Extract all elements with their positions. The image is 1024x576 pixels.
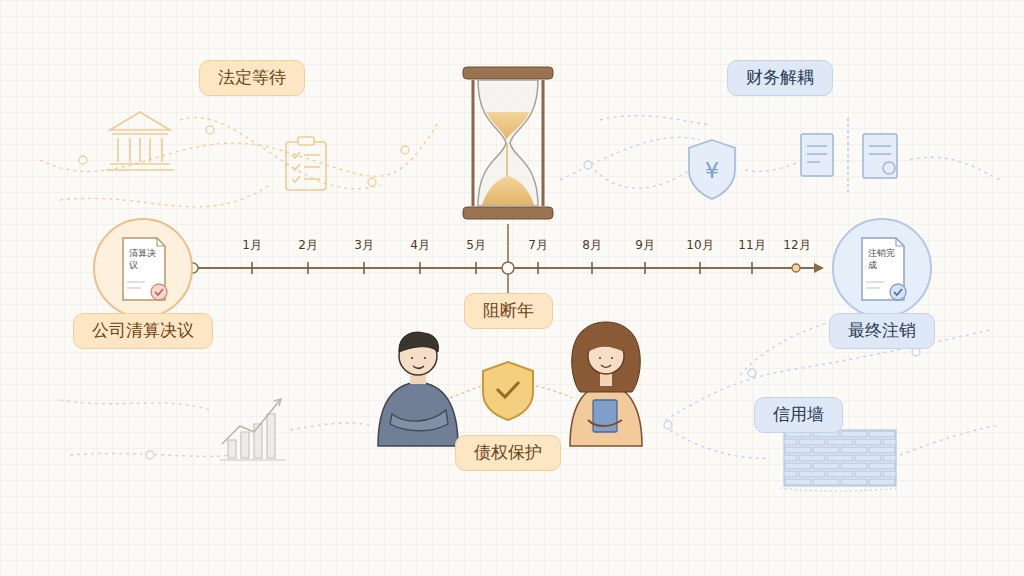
month-label: 10月 (686, 237, 713, 254)
pill-label: 阻断年 (483, 300, 534, 321)
label-pill: 债权保护 (455, 435, 561, 470)
month-label: 5月 (466, 237, 486, 254)
month-label: 12月 (783, 237, 810, 254)
milestone-circle: 清算决议 (93, 218, 193, 318)
month-label: 7月 (528, 237, 548, 254)
label-pill: 信用墙 (754, 397, 843, 432)
document-icon (801, 134, 897, 178)
month-label: 9月 (635, 237, 655, 254)
pill-label: 债权保护 (474, 442, 542, 463)
document-text: 清算决议 (129, 248, 157, 271)
month-label: 8月 (582, 237, 602, 254)
pill-label: 财务解耦 (746, 67, 814, 88)
timeline-dot (502, 262, 514, 274)
pill-label: 法定等待 (218, 67, 286, 88)
document-text: 注销完成 (868, 248, 896, 271)
document-icon (95, 220, 191, 316)
label-pill: 法定等待 (199, 60, 305, 95)
month-tick (252, 262, 752, 274)
dashed-flow (60, 400, 370, 456)
dashed-flow (40, 118, 440, 207)
pill-label: 公司清算决议 (92, 320, 194, 341)
currency-symbol: ¥ (705, 158, 719, 183)
brick-wall (784, 430, 896, 486)
milestone-circle: 注销完成 (832, 218, 932, 318)
month-label: 2月 (298, 237, 318, 254)
pill-label: 信用墙 (773, 404, 824, 425)
shield-check-icon (483, 362, 533, 420)
divider-line (847, 118, 848, 192)
clipboard-icon (286, 137, 326, 190)
label-pill: 公司清算决议 (73, 313, 213, 348)
month-label: 1月 (242, 237, 262, 254)
label-pill: 财务解耦 (727, 60, 833, 95)
shield-icon (689, 140, 735, 199)
pill-label: 最终注销 (848, 320, 916, 341)
dashed-flow (560, 116, 1000, 188)
month-label: 3月 (354, 237, 374, 254)
woman-figure (570, 322, 642, 446)
hourglass (463, 67, 553, 219)
document-icon (834, 220, 930, 316)
label-pill: 最终注销 (829, 313, 935, 348)
month-label: 4月 (410, 237, 430, 254)
bar-chart-icon (220, 399, 285, 460)
man-figure (378, 332, 458, 446)
month-label: 11月 (738, 237, 765, 254)
timeline-dot (792, 264, 800, 272)
label-pill: 阻断年 (464, 293, 553, 328)
marker-line (507, 224, 509, 296)
bank-icon (106, 112, 174, 170)
